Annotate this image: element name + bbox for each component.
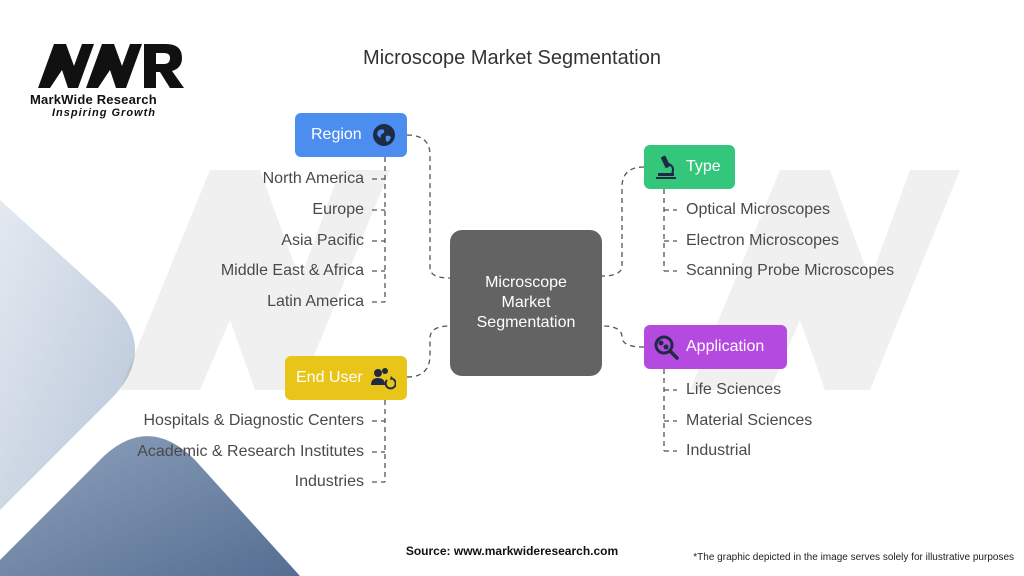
end-user-item: Industries bbox=[294, 473, 364, 490]
region-item: Asia Pacific bbox=[281, 232, 364, 249]
type-item: Scanning Probe Microscopes bbox=[686, 262, 895, 279]
region-item: North America bbox=[262, 170, 364, 187]
center-node: Microscope Market Segmentation bbox=[450, 230, 602, 376]
disclaimer-text: *The graphic depicted in the image serve… bbox=[693, 552, 1014, 563]
search-gears-icon bbox=[652, 333, 680, 361]
category-application-label: Application bbox=[686, 338, 765, 355]
logo-mark-icon bbox=[38, 44, 184, 88]
page-title: Microscope Market Segmentation bbox=[363, 47, 661, 69]
decor-shape-light bbox=[0, 200, 135, 510]
source-text: Source: www.markwideresearch.com bbox=[405, 544, 619, 558]
logo-name: MarkWide Research bbox=[30, 92, 157, 107]
logo-tagline: Inspiring Growth bbox=[52, 107, 156, 119]
type-item: Electron Microscopes bbox=[686, 232, 839, 249]
application-item: Industrial bbox=[686, 442, 751, 459]
globe-icon bbox=[370, 121, 398, 149]
link-region bbox=[406, 134, 451, 279]
category-end-user-label: End User bbox=[296, 369, 363, 386]
category-application: Application bbox=[644, 325, 787, 369]
link-end-user bbox=[406, 325, 451, 378]
application-item: Material Sciences bbox=[686, 412, 813, 429]
category-region-label: Region bbox=[311, 126, 362, 143]
region-item: Latin America bbox=[267, 293, 364, 310]
category-region: Region bbox=[295, 113, 407, 157]
category-type: Type bbox=[644, 145, 735, 189]
region-item: Europe bbox=[312, 201, 364, 218]
type-item: Optical Microscopes bbox=[686, 201, 831, 218]
end-user-item: Academic & Research Institutes bbox=[137, 443, 364, 460]
users-refresh-icon bbox=[369, 364, 397, 392]
category-type-label: Type bbox=[686, 158, 721, 175]
application-item: Life Sciences bbox=[686, 381, 782, 398]
link-type bbox=[601, 166, 645, 277]
category-end-user: End User bbox=[285, 356, 407, 400]
end-user-item: Hospitals & Diagnostic Centers bbox=[143, 412, 364, 429]
decor-shape-dark bbox=[0, 436, 300, 576]
link-application bbox=[601, 325, 645, 348]
microscope-icon bbox=[652, 153, 680, 181]
region-item: Middle East & Africa bbox=[220, 262, 364, 279]
